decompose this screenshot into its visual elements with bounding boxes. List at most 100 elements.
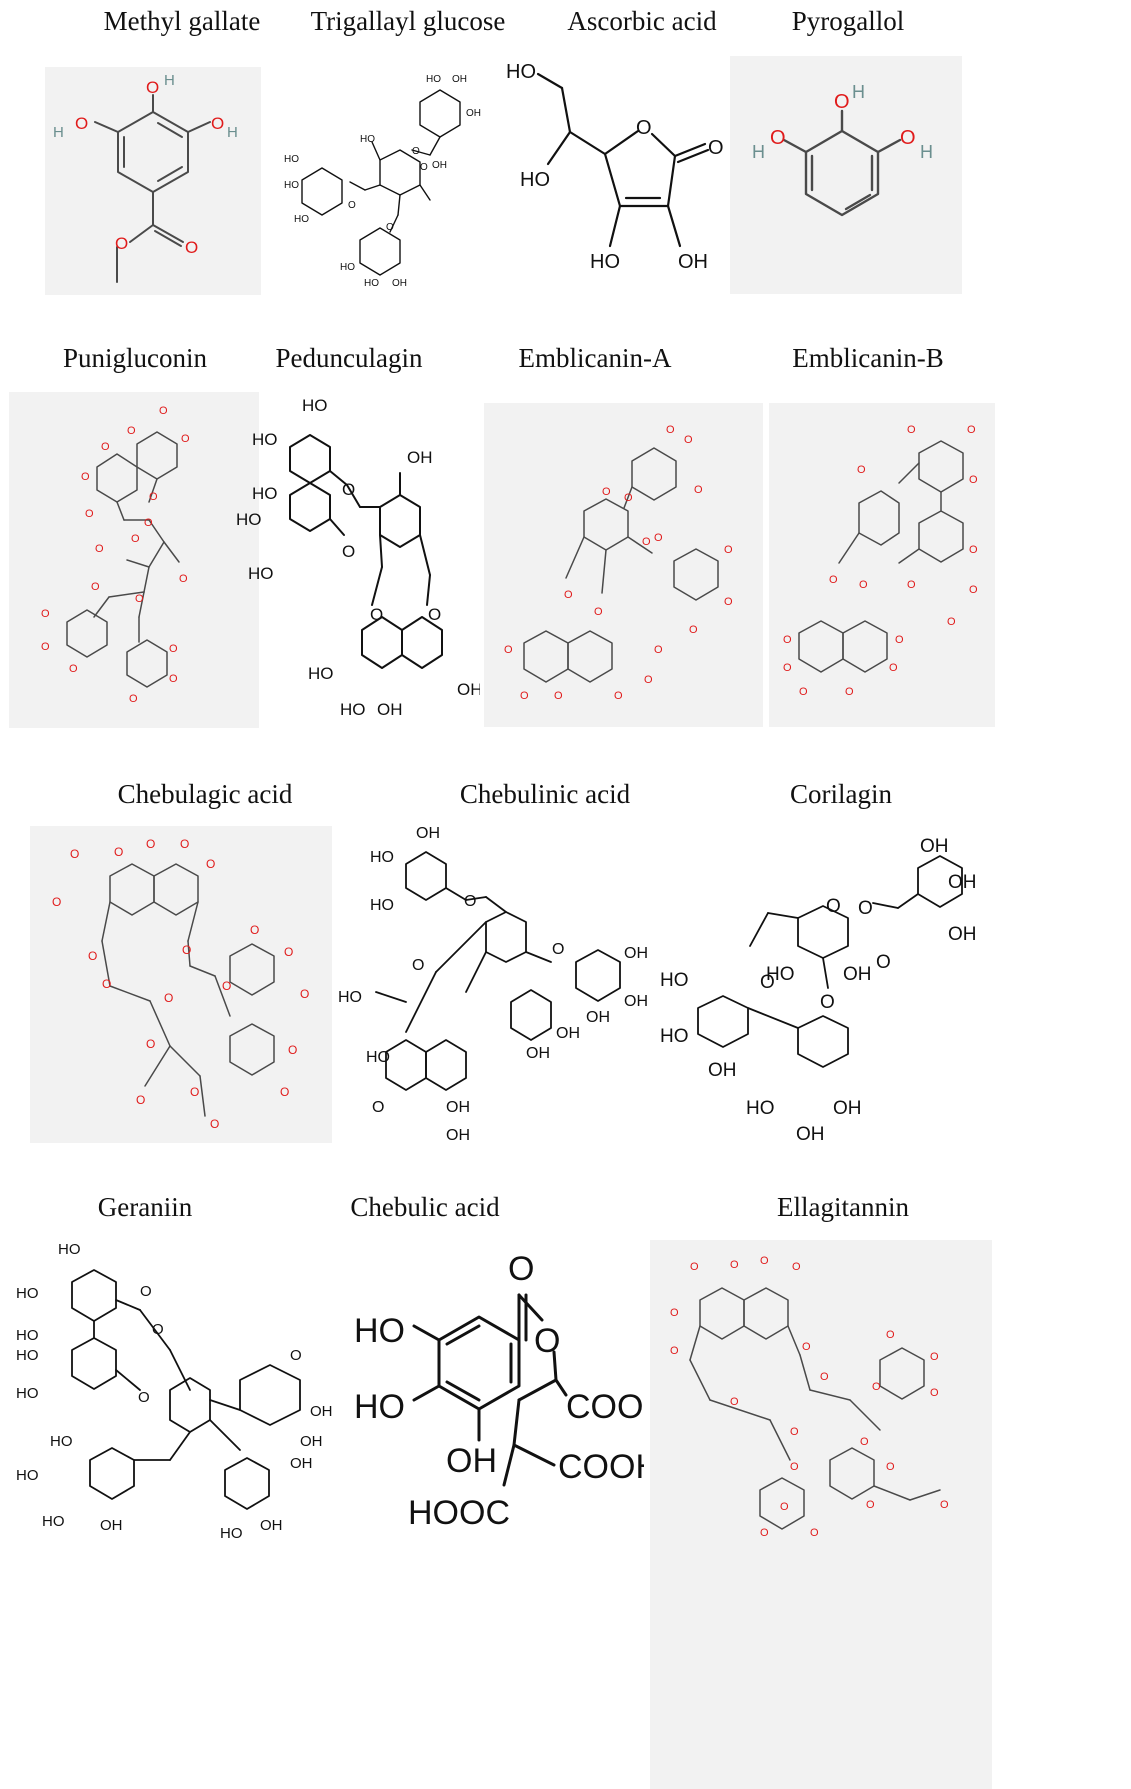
svg-text:O: O [810, 1527, 819, 1539]
svg-text:O: O [95, 543, 104, 555]
svg-text:HO: HO [366, 1049, 390, 1066]
svg-text:O: O [930, 1351, 939, 1363]
svg-text:OH: OH [466, 108, 481, 119]
svg-text:OH: OH [392, 278, 407, 289]
svg-text:O: O [181, 433, 190, 445]
svg-text:O: O [88, 949, 97, 963]
svg-text:OH: OH [407, 448, 433, 467]
svg-text:O: O [730, 1396, 739, 1408]
svg-text:OH: OH [457, 680, 480, 699]
svg-text:O: O [552, 941, 564, 958]
svg-text:O: O [280, 1085, 289, 1099]
ellagitannin-structure: O O O O O O O O O O O O O O O O O O O O … [650, 1240, 992, 1789]
svg-text:O: O [131, 533, 140, 545]
svg-text:H: H [920, 142, 933, 162]
svg-text:O: O [654, 532, 663, 544]
svg-text:HO: HO [338, 989, 362, 1006]
svg-text:HO: HO [16, 1285, 39, 1302]
svg-text:O: O [114, 845, 123, 859]
compound-title: Chebulagic acid [117, 779, 293, 809]
svg-text:O: O [940, 1499, 949, 1511]
svg-text:O: O [41, 608, 50, 620]
emblicanin-b-structure: O O O O O O O O O O O O O O O O [769, 403, 995, 727]
svg-text:O: O [783, 634, 792, 646]
svg-text:O: O [250, 923, 259, 937]
svg-text:OH: OH [100, 1517, 123, 1534]
svg-text:OH: OH [948, 872, 977, 893]
svg-text:O: O [206, 857, 215, 871]
svg-text:HO: HO [746, 1098, 775, 1119]
svg-text:O: O [182, 943, 191, 957]
svg-text:O: O [886, 1329, 895, 1341]
svg-text:O: O [895, 634, 904, 646]
compound-title: Trigallayl glucose [310, 6, 506, 36]
svg-text:HO: HO [766, 964, 795, 985]
svg-text:O: O [554, 690, 563, 702]
svg-text:HO: HO [248, 564, 274, 583]
svg-text:O: O [91, 581, 100, 593]
svg-text:O: O [464, 893, 476, 910]
svg-text:OH: OH [624, 993, 648, 1010]
svg-text:OH: OH [678, 251, 708, 273]
svg-text:O: O [783, 662, 792, 674]
svg-text:OH: OH [843, 964, 872, 985]
svg-text:O: O [190, 1085, 199, 1099]
svg-text:O: O [85, 508, 94, 520]
svg-text:HO: HO [252, 430, 278, 449]
svg-text:O: O [164, 991, 173, 1005]
svg-text:O: O [820, 1371, 829, 1383]
compound-title: Methyl gallate [103, 6, 261, 36]
svg-text:O: O [886, 1461, 895, 1473]
svg-text:O: O [372, 1099, 384, 1116]
svg-text:HO: HO [506, 61, 536, 83]
svg-text:O: O [790, 1426, 799, 1438]
compound-title: Punigluconin [62, 343, 208, 373]
svg-text:O: O [180, 837, 189, 851]
svg-text:O: O [730, 1259, 739, 1271]
svg-text:HO: HO [590, 251, 620, 273]
svg-text:HO: HO [370, 849, 394, 866]
svg-text:O: O [889, 662, 898, 674]
svg-text:O: O [222, 979, 231, 993]
svg-text:O: O [834, 91, 850, 113]
svg-text:O: O [708, 137, 724, 159]
svg-text:H: H [752, 142, 765, 162]
svg-text:O: O [146, 837, 155, 851]
svg-text:O: O [690, 1261, 699, 1273]
svg-text:HO: HO [16, 1327, 39, 1344]
svg-text:HO: HO [660, 1026, 689, 1047]
compound-title: Pyrogallol [791, 6, 905, 36]
svg-text:HO: HO [58, 1241, 81, 1258]
svg-text:O: O [115, 234, 128, 253]
svg-text:H: H [852, 82, 865, 102]
svg-text:O: O [859, 579, 868, 591]
svg-text:O: O [135, 593, 144, 605]
svg-text:HO: HO [354, 1388, 405, 1426]
trigallayl-glucose-structure: HO OH OH O HO O OH HO HO HO O O HO HO OH [280, 70, 500, 294]
svg-text:HO: HO [220, 1525, 243, 1542]
methyl-gallate-structure: O H O H H O O O [45, 67, 261, 295]
svg-text:OH: OH [432, 160, 447, 171]
svg-text:O: O [694, 484, 703, 496]
svg-text:OH: OH [948, 924, 977, 945]
svg-text:O: O [136, 1093, 145, 1107]
svg-text:O: O [102, 977, 111, 991]
chebulinic-acid-structure: OH HO HO O O HO O OH OH OH OH OH HO O OH… [336, 822, 654, 1142]
svg-text:OH: OH [446, 1099, 470, 1116]
corilagin-structure: OH OH OH O O O HO OH O HO HO OH O HO OH … [658, 828, 978, 1144]
compound-title: Emblicanin-B [792, 343, 944, 373]
svg-text:HO: HO [16, 1347, 39, 1364]
svg-text:O: O [857, 464, 866, 476]
svg-text:O: O [860, 1436, 869, 1448]
compound-title: Chebulic acid [350, 1192, 500, 1222]
svg-text:O: O [644, 674, 653, 686]
svg-text:O: O [342, 542, 355, 561]
svg-text:O: O [684, 434, 693, 446]
svg-text:OH: OH [452, 74, 467, 85]
svg-text:O: O [642, 536, 651, 548]
svg-text:HO: HO [520, 169, 550, 191]
svg-text:O: O [907, 424, 916, 436]
svg-text:O: O [907, 579, 916, 591]
svg-text:O: O [412, 957, 424, 974]
